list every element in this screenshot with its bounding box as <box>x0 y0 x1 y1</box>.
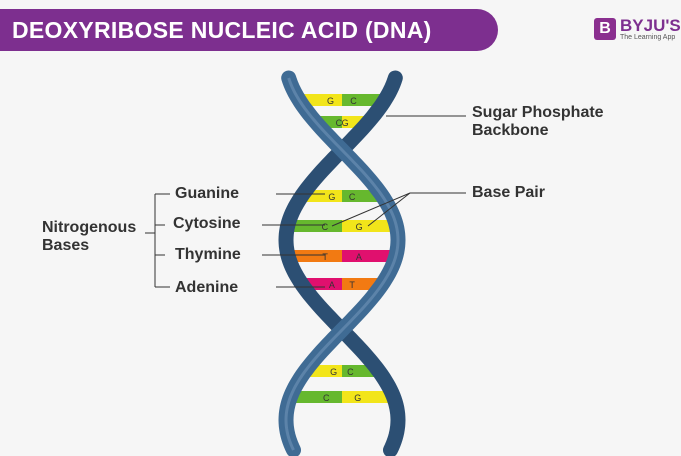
base-letter: G <box>354 393 361 403</box>
strand-highlight <box>284 77 400 451</box>
label-thymine: Thymine <box>175 246 241 263</box>
base-pair-leader <box>331 192 411 227</box>
label-backbone-2: Backbone <box>472 122 549 139</box>
base-T <box>292 250 342 262</box>
base-C <box>291 220 342 232</box>
base-A <box>342 250 392 262</box>
strand-back <box>278 70 406 456</box>
base-T <box>342 278 379 290</box>
base-letter: G <box>342 118 349 128</box>
base-letter: G <box>327 96 334 106</box>
base-letter: T <box>349 280 355 290</box>
base-G <box>309 365 342 377</box>
base-letter: C <box>347 367 354 377</box>
base-G <box>342 391 390 403</box>
base-letter: G <box>356 222 363 232</box>
byjus-logo: B BYJU'S The Learning App <box>594 16 681 48</box>
base-letter: G <box>328 192 335 202</box>
base-letter: C <box>350 96 357 106</box>
label-group-1: Nitrogenous <box>42 219 137 236</box>
base-letter: C <box>349 192 356 202</box>
label-base-pair: Base Pair <box>472 184 545 201</box>
base-C <box>342 190 379 202</box>
logo-tagline: The Learning App <box>620 34 676 41</box>
base-letter: T <box>322 252 328 262</box>
logo-name: BYJU'S <box>620 16 681 35</box>
base-letter: C <box>323 393 330 403</box>
logo-mark: B <box>594 18 616 40</box>
label-adenine: Adenine <box>175 279 239 296</box>
base-letter: A <box>329 280 335 290</box>
base-letter: A <box>356 252 362 262</box>
base-G <box>342 220 393 232</box>
base-C <box>294 391 342 403</box>
base-letter: G <box>330 367 337 377</box>
base-G <box>305 190 342 202</box>
label-backbone-1: Sugar Phosphate <box>472 104 604 121</box>
base-C <box>342 365 375 377</box>
label-group-2: Bases <box>42 237 90 254</box>
label-cytosine: Cytosine <box>173 215 241 232</box>
label-guanine: Guanine <box>175 185 240 202</box>
page-title: DEOXYRIBOSE NUCLEIC ACID (DNA) <box>0 9 498 51</box>
base-G <box>303 94 342 106</box>
base-C <box>342 94 381 106</box>
base-pair-leader <box>367 192 411 227</box>
base-letter: C <box>336 118 343 128</box>
base-letter: C <box>322 222 329 232</box>
